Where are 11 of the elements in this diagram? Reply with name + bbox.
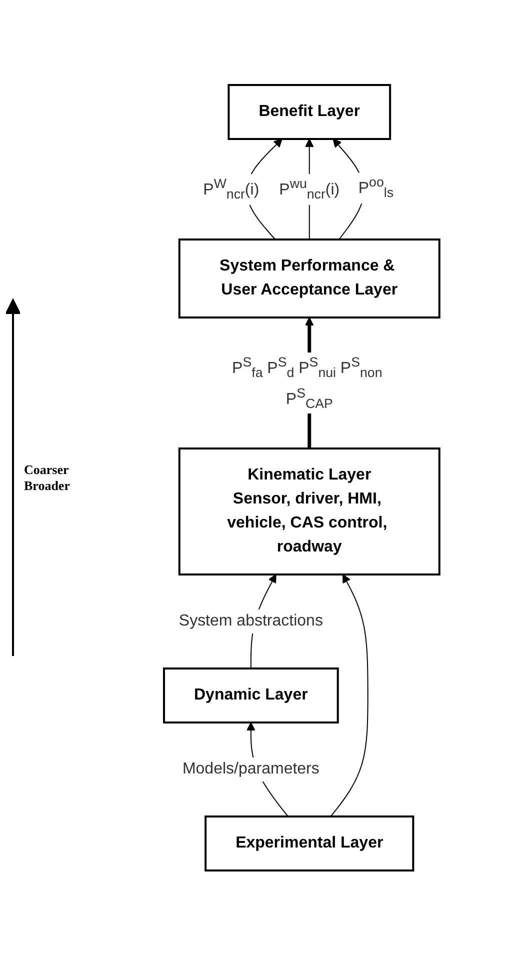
- edge-label: P$^{W}$$_{ncr}$(i): [202, 176, 259, 202]
- edge-label: Models/parameters: [182, 760, 320, 778]
- node-box: System Performance & User Acceptance Layer: [178, 238, 440, 319]
- node-box: Experimental Layer: [204, 816, 414, 872]
- arrow: [330, 574, 368, 818]
- node-box: Benefit Layer: [228, 84, 391, 140]
- node-box: Dynamic Layer: [162, 668, 339, 724]
- edge-label: System abstractions: [178, 612, 323, 630]
- axis-label: Coarser Broader: [24, 462, 71, 494]
- node-box: Kinematic Layer Sensor, driver, HMI, vehicle, CAS control, roadway: [178, 448, 440, 576]
- edge-label: P$^{wu}$$_{ncr}$(i): [278, 176, 340, 202]
